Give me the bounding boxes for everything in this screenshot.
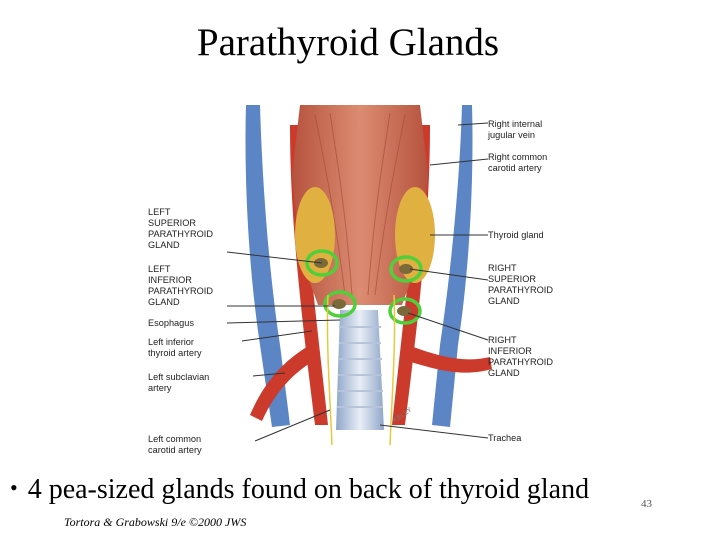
label-right-common-carotid-artery: Right common carotid artery [488, 152, 548, 173]
bullet-text: 4 pea-sized glands found on back of thyr… [27, 474, 590, 505]
label-left-common-carotid-artery: Left common carotid artery [148, 434, 202, 455]
label-right-internal-jugular-vein: Right internal jugular vein [488, 119, 543, 140]
bullet-point: • 4 pea-sized glands found on back of thy… [10, 474, 589, 506]
label-left-inferior-parathyroid-gland: LEFT INFERIOR PARATHYROID GLAND [148, 264, 213, 307]
slide-title: Parathyroid Glands [196, 21, 500, 64]
trachea [336, 310, 384, 430]
left-internal-jugular-vein [245, 105, 290, 427]
parathyroid-anatomy-illustration: LEFT SUPERIOR PARATHYROID GLAND LEFT INF… [140, 95, 580, 460]
label-left-subclavian-artery: Left subclavian artery [148, 372, 210, 393]
thyroid-right-lobe [395, 187, 435, 283]
source-credit: Tortora & Grabowski 9/e ©2000 JWS [64, 515, 247, 529]
right-subclavian-artery [402, 345, 492, 373]
anatomy-drawing [226, 105, 492, 446]
label-thyroid-gland: Thyroid gland [488, 230, 544, 240]
thyroid-left-lobe [295, 187, 335, 283]
highlight-left-superior-parathyroid [305, 249, 339, 277]
label-left-inferior-thyroid-artery: Left inferior thyroid artery [148, 337, 202, 358]
highlight-right-inferior-parathyroid [388, 297, 422, 325]
slide-number: 43 [641, 498, 652, 510]
label-esophagus: Esophagus [148, 318, 194, 328]
highlight-left-inferior-parathyroid [323, 290, 357, 318]
label-left-superior-parathyroid-gland: LEFT SUPERIOR PARATHYROID GLAND [148, 207, 213, 250]
right-internal-jugular-vein [432, 105, 473, 427]
bullet-dot: • [10, 475, 18, 500]
label-right-inferior-parathyroid-gland: RIGHT INFERIOR PARATHYROID GLAND [488, 335, 553, 378]
label-right-superior-parathyroid-gland: RIGHT SUPERIOR PARATHYROID GLAND [488, 263, 553, 306]
label-trachea: Trachea [488, 433, 522, 443]
left-subclavian-artery [250, 345, 320, 421]
highlight-right-superior-parathyroid [389, 255, 423, 283]
